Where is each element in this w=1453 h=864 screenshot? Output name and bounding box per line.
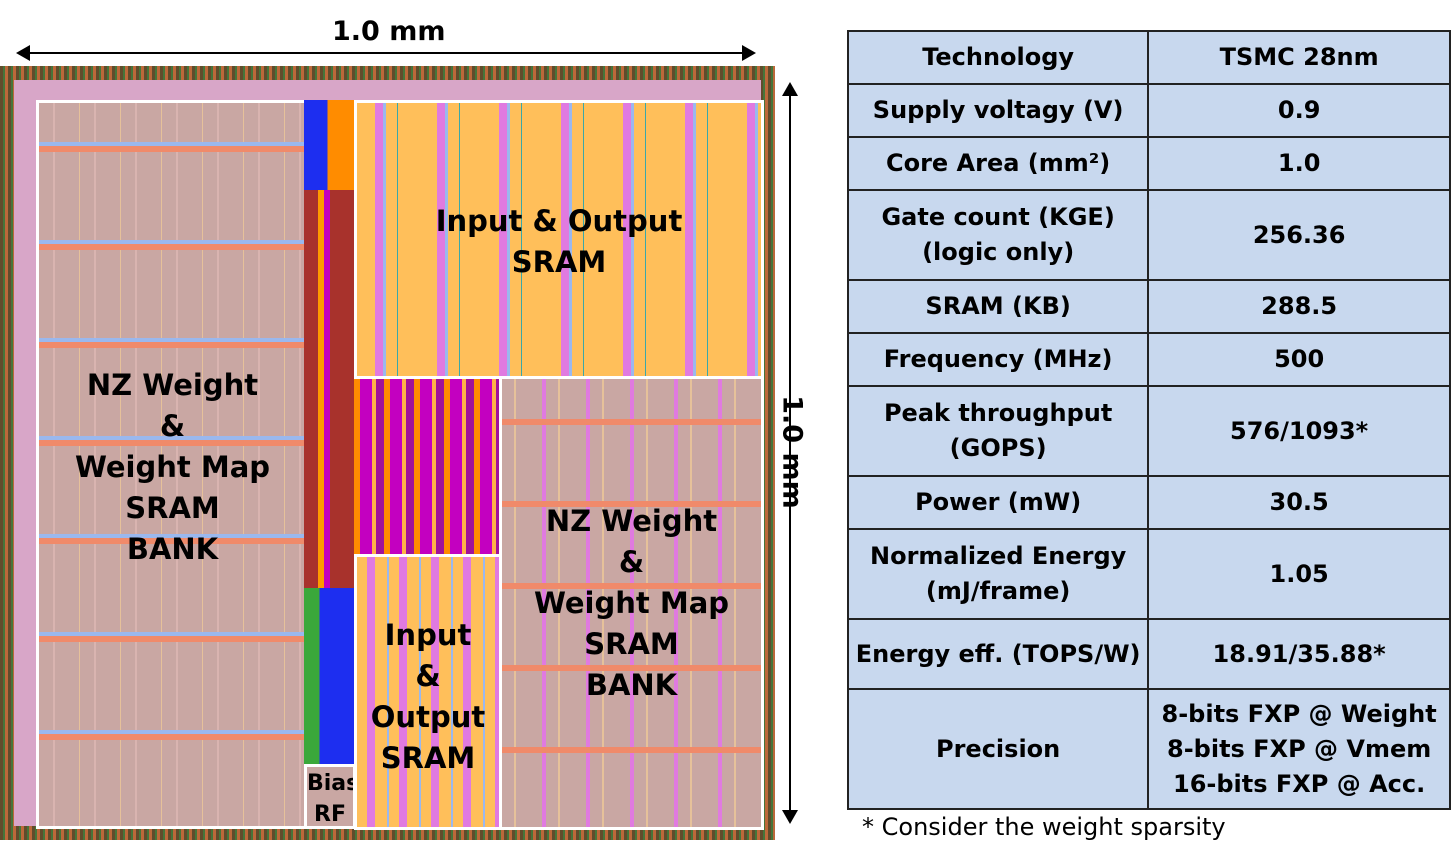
block-label: NZ Weight — [86, 368, 259, 402]
block-label: Bias — [307, 771, 356, 796]
spec-key: Normalized Energy(mJ/frame) — [846, 528, 1150, 620]
spec-value: 288.5 — [1147, 279, 1451, 334]
spec-key: Frequency (MHz) — [846, 332, 1150, 387]
block-label: SRAM — [584, 627, 679, 661]
spec-key: Peak throughput(GOPS) — [846, 385, 1150, 477]
chip-layout: NZ Weight & Weight Map SRAM BANK Bias RF… — [0, 66, 775, 840]
block-label: Input & Output — [435, 204, 683, 238]
spec-key: Supply voltagy (V) — [846, 83, 1150, 138]
block-label: Weight Map — [533, 586, 730, 620]
block-label: Input — [384, 618, 472, 652]
block-label: NZ Weight — [545, 504, 718, 538]
spec-value: 256.36 — [1147, 189, 1451, 281]
spec-key: Gate count (KGE)(logic only) — [846, 189, 1150, 281]
bias-rf-block: Bias RF — [304, 764, 356, 829]
spec-value: 0.9 — [1147, 83, 1451, 138]
spec-key: SRAM (KB) — [846, 279, 1150, 334]
block-label: & — [415, 659, 441, 693]
center-logic-block — [354, 376, 499, 559]
table-row: Normalized Energy(mJ/frame) 1.05 — [846, 528, 1451, 620]
spec-key: Core Area (mm²) — [846, 136, 1150, 191]
table-row: SRAM (KB) 288.5 — [846, 279, 1451, 334]
spec-value: 1.0 — [1147, 136, 1451, 191]
spec-table: Technology TSMC 28nm Supply voltagy (V) … — [846, 30, 1451, 810]
spec-value: TSMC 28nm — [1147, 30, 1451, 85]
table-row: Technology TSMC 28nm — [846, 30, 1451, 85]
top-input-output-sram: Input & Output SRAM — [354, 100, 764, 379]
height-dimension-arrow — [782, 82, 798, 824]
block-label: BANK — [585, 668, 678, 702]
table-row: Supply voltagy (V) 0.9 — [846, 83, 1451, 138]
height-dimension-label: 1.0 mm — [776, 395, 808, 509]
table-row: Gate count (KGE)(logic only) 256.36 — [846, 189, 1451, 281]
spec-value: 1.05 — [1147, 528, 1451, 620]
bottom-input-output-sram: Input & Output SRAM — [354, 554, 502, 830]
chip-core: NZ Weight & Weight Map SRAM BANK Bias RF… — [14, 80, 764, 830]
spec-key: Precision — [846, 688, 1150, 810]
right-nz-weight-sram-bank: NZ Weight & Weight Map SRAM BANK — [499, 376, 764, 830]
table-row: Power (mW) 30.5 — [846, 475, 1451, 530]
footnote: * Consider the weight sparsity — [862, 813, 1226, 841]
left-nz-weight-sram-bank: NZ Weight & Weight Map SRAM BANK — [36, 100, 309, 829]
spec-key: Power (mW) — [846, 475, 1150, 530]
spec-key: Energy eff. (TOPS/W) — [846, 618, 1150, 690]
spec-value: 30.5 — [1147, 475, 1451, 530]
die-photo: 1.0 mm NZ Weight & Weight Map SRAM BANK … — [0, 16, 808, 840]
spec-value: 576/1093* — [1147, 385, 1451, 477]
block-label: SRAM — [125, 491, 220, 525]
block-label: & — [159, 409, 186, 443]
logic-strip-bottom — [304, 588, 356, 768]
spec-value: 18.91/35.88* — [1147, 618, 1451, 690]
logic-strip-top — [304, 100, 356, 600]
table-row: Peak throughput(GOPS) 576/1093* — [846, 385, 1451, 477]
block-label: RF — [314, 802, 346, 827]
table-row: Core Area (mm²) 1.0 — [846, 136, 1451, 191]
table-row: Frequency (MHz) 500 — [846, 332, 1451, 387]
width-dimension-arrow — [16, 45, 756, 61]
table-row: Energy eff. (TOPS/W) 18.91/35.88* — [846, 618, 1451, 690]
block-label: SRAM — [380, 741, 476, 775]
block-label: Weight Map — [74, 450, 271, 484]
block-label: & — [618, 545, 645, 579]
block-label: BANK — [126, 532, 219, 566]
block-label: Output — [370, 700, 486, 734]
width-dimension-label: 1.0 mm — [332, 16, 446, 47]
block-label: SRAM — [511, 245, 607, 279]
spec-key: Technology — [846, 30, 1150, 85]
spec-value: 500 — [1147, 332, 1451, 387]
